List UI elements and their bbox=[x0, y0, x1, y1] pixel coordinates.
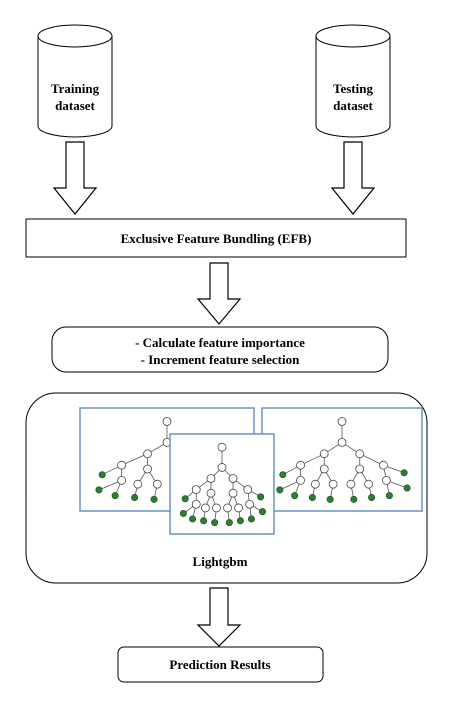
tree-leaf-node bbox=[247, 515, 255, 523]
tree-leaf-node bbox=[98, 471, 106, 479]
database-icon bbox=[315, 24, 391, 48]
arrow-down-icon bbox=[330, 141, 376, 215]
tree-split-node bbox=[133, 479, 143, 489]
testing-dataset-label-line1: Testing bbox=[333, 81, 373, 96]
tree-split-node bbox=[234, 503, 243, 513]
tree-split-node bbox=[162, 417, 172, 426]
tree-split-node bbox=[245, 499, 255, 509]
tree-split-node bbox=[143, 449, 152, 459]
efb-label: Exclusive Feature Bundling (EFB) bbox=[121, 231, 312, 246]
tree-split-node bbox=[296, 475, 305, 485]
tree-leaf-node bbox=[308, 493, 316, 501]
feature-selection-box bbox=[51, 326, 389, 373]
tree-split-node bbox=[152, 479, 162, 489]
training-dataset-cylinder: Training dataset bbox=[37, 24, 113, 138]
tree-split-node bbox=[217, 463, 227, 472]
tree-split-node bbox=[337, 437, 347, 447]
tree-split-node bbox=[217, 442, 227, 452]
tree-split-node bbox=[228, 474, 238, 483]
tree-split-node bbox=[206, 474, 216, 483]
tree-panels bbox=[79, 407, 423, 535]
training-dataset-label-line2: dataset bbox=[55, 98, 95, 113]
arrow-down-icon bbox=[196, 262, 242, 325]
tree-leaf-node bbox=[258, 508, 266, 516]
testing-dataset-label-line2: dataset bbox=[333, 98, 373, 113]
tree-leaf-node bbox=[403, 484, 411, 492]
tree-split-node bbox=[243, 485, 253, 494]
tree-split-node bbox=[355, 464, 365, 474]
tree-leaf-node bbox=[189, 515, 197, 523]
tree-leaf-node bbox=[326, 495, 334, 503]
tree-leaf-node bbox=[179, 509, 187, 517]
tree-leaf-node bbox=[385, 492, 393, 500]
tree-split-node bbox=[381, 475, 391, 485]
feature-selection-label: - Increment feature selection bbox=[141, 352, 300, 367]
tree-split-node bbox=[223, 503, 232, 513]
tree-split-node bbox=[117, 475, 127, 485]
lightgbm-label: Lightgbm bbox=[193, 554, 248, 569]
tree-split-node bbox=[191, 485, 201, 494]
database-icon bbox=[37, 24, 113, 48]
tree-leaf-node bbox=[200, 517, 208, 525]
tree-split-node bbox=[201, 503, 210, 513]
tree-split-node bbox=[337, 417, 347, 426]
prediction-results-box bbox=[117, 646, 324, 683]
arrow-down-icon bbox=[52, 141, 98, 215]
prediction-results-label: Prediction Results bbox=[169, 657, 270, 672]
tree-split-node bbox=[319, 449, 329, 459]
tree-leaf-node bbox=[400, 469, 408, 477]
tree-split-node bbox=[212, 503, 221, 513]
tree-leaf-node bbox=[181, 495, 189, 503]
tree-split-node bbox=[228, 488, 238, 498]
tree-split-node bbox=[319, 464, 329, 474]
tree-split-node bbox=[346, 479, 356, 489]
tree-leaf-node bbox=[291, 492, 299, 500]
tree-leaf-node bbox=[279, 471, 287, 479]
tree-split-node bbox=[355, 449, 365, 459]
feature-importance-label: - Calculate feature importance bbox=[135, 335, 305, 350]
testing-dataset-cylinder: Testing dataset bbox=[315, 24, 391, 138]
tree-split-node bbox=[364, 479, 374, 489]
efb-box bbox=[25, 218, 407, 258]
tree-split-node bbox=[117, 460, 127, 470]
training-dataset-label-line1: Training bbox=[51, 81, 100, 96]
tree-leaf-node bbox=[211, 519, 219, 527]
tree-split-node bbox=[310, 479, 320, 489]
tree-leaf-node bbox=[236, 517, 244, 525]
decision-tree-icon bbox=[261, 407, 423, 512]
decision-tree-icon bbox=[169, 433, 275, 535]
tree-split-node bbox=[328, 479, 338, 489]
tree-leaf-node bbox=[225, 519, 233, 527]
tree-leaf-node bbox=[350, 495, 358, 503]
tree-leaf-node bbox=[368, 493, 376, 501]
tree-split-node bbox=[379, 460, 388, 470]
tree-leaf-node bbox=[150, 495, 158, 503]
tree-leaf-node bbox=[276, 486, 284, 494]
tree-edge bbox=[121, 453, 148, 466]
arrow-down-icon bbox=[196, 587, 242, 647]
tree-leaf-node bbox=[95, 486, 103, 494]
tree-leaf-node bbox=[111, 492, 119, 500]
tree-split-node bbox=[296, 460, 305, 470]
tree-split-node bbox=[191, 499, 201, 509]
tree-leaf-node bbox=[131, 493, 139, 501]
tree-split-node bbox=[143, 464, 152, 474]
tree-leaf-node bbox=[257, 493, 265, 501]
tree-split-node bbox=[206, 488, 216, 498]
